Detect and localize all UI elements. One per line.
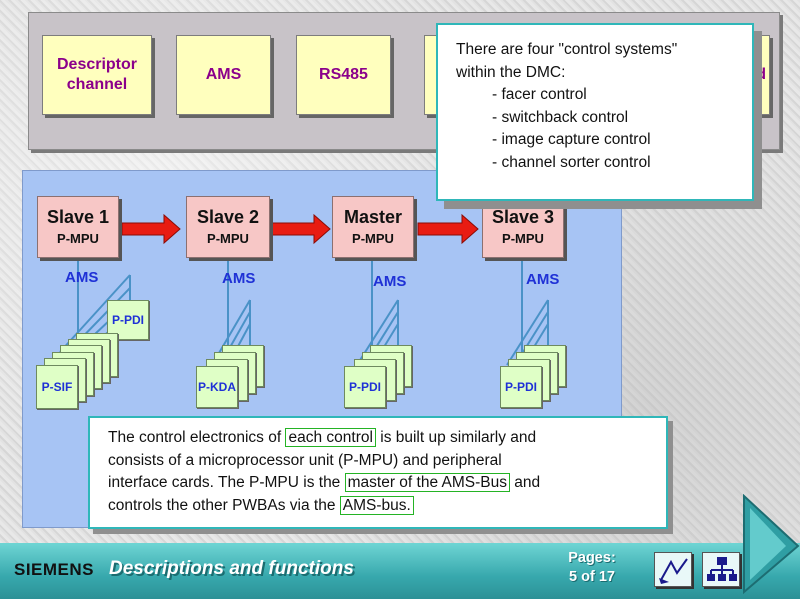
info-line-3a: interface cards. The P-MPU is the (108, 474, 345, 491)
card-p-pdi-slave-3-label: P-PDI (504, 380, 537, 394)
node-slave-2-sub: P-MPU (207, 231, 249, 246)
descriptor-channel-box: Descriptor channel (42, 35, 152, 115)
descriptor-channel-label: Descriptor channel (56, 56, 138, 93)
info-line-3: interface cards. The P-MPU is the master… (108, 472, 652, 495)
card-p-sif-slave-1 (36, 365, 78, 409)
highlight-ams-bus[interactable]: AMS-bus. (339, 495, 414, 515)
node-slave-3-title: Slave 3 (491, 207, 555, 227)
card-p-kda-slave-2-label: P-KDA (198, 380, 236, 394)
tooltip-line-2: within the DMC: (456, 63, 566, 81)
ams-label-slave-3: AMS (526, 271, 560, 288)
rs485-box: RS485 (296, 35, 391, 115)
ams-box: AMS (176, 35, 271, 115)
node-slave-1: Slave 1 P-MPU (37, 196, 119, 258)
zigzag-back-icon (659, 558, 688, 584)
node-master: Master P-MPU (332, 196, 414, 258)
siemens-logo: SIEMENS (14, 560, 95, 579)
node-slave-1-title: Slave 1 (46, 207, 110, 227)
tooltip-item-image-capture: - image capture control (492, 131, 651, 148)
pages-value: 5 of 17 (569, 569, 615, 585)
info-line-1a: The control electronics of (108, 429, 286, 446)
arrow-3 (417, 213, 479, 245)
control-systems-tooltip: There are four "control systems" within … (436, 23, 754, 201)
info-line-1c: is built up similarly and (375, 429, 537, 446)
info-line-2: consists of a microprocessor unit (P-MPU… (108, 451, 502, 469)
info-line-4: controls the other PWBAs via the AMS-bus… (108, 495, 652, 518)
node-master-sub: P-MPU (352, 231, 394, 246)
rs485-box-label: RS485 (319, 66, 368, 83)
node-slave-3: Slave 3 P-MPU (482, 196, 564, 258)
ams-label-master: AMS (373, 273, 407, 290)
pages-label: Pages: (568, 550, 616, 566)
card-p-pdi-slave-3 (500, 366, 542, 408)
node-slave-2: Slave 2 P-MPU (186, 196, 270, 258)
next-page-button[interactable] (740, 494, 800, 594)
node-slave-1-sub: P-MPU (57, 231, 99, 246)
hidden-box-2-label: d (756, 66, 766, 83)
tooltip-line-1: There are four "control systems" (456, 41, 678, 58)
page-indicator: Pages: 5 of 17 (552, 549, 632, 587)
tooltip-item-switchback: - switchback control (492, 108, 629, 126)
card-p-pdi-master (344, 366, 386, 408)
card-p-kda-slave-2 (196, 366, 238, 408)
card-p-sif-slave-1-label: P-SIF (41, 380, 73, 394)
overview-button[interactable] (702, 552, 740, 587)
info-textbox: The control electronics of each control … (88, 416, 668, 529)
ams-box-label: AMS (205, 66, 242, 83)
arrow-1 (121, 213, 181, 245)
ams-label-slave-1: AMS (65, 269, 99, 286)
back-button[interactable] (654, 552, 692, 587)
section-title: Descriptions and functions (109, 558, 354, 579)
node-master-title: Master (343, 207, 403, 227)
info-line-1: The control electronics of each control … (108, 427, 652, 450)
info-line-3c: and (510, 474, 541, 491)
info-line-4a: controls the other PWBAs via the (108, 496, 340, 514)
highlight-each-control[interactable]: each control (285, 428, 376, 447)
node-slave-3-sub: P-MPU (502, 231, 544, 246)
arrow-2 (271, 213, 331, 245)
ams-label-slave-2: AMS (222, 270, 256, 287)
node-slave-2-title: Slave 2 (196, 207, 260, 227)
tooltip-item-facer: - facer control (492, 86, 587, 103)
tooltip-item-channel-sorter: - channel sorter control (492, 153, 651, 171)
card-p-pdi-slave-1-label: P-PDI (111, 313, 144, 327)
sitemap-icon (707, 557, 737, 581)
card-p-pdi-master-label: P-PDI (348, 380, 381, 394)
highlight-master-ams-bus[interactable]: master of the AMS-Bus (344, 473, 510, 492)
